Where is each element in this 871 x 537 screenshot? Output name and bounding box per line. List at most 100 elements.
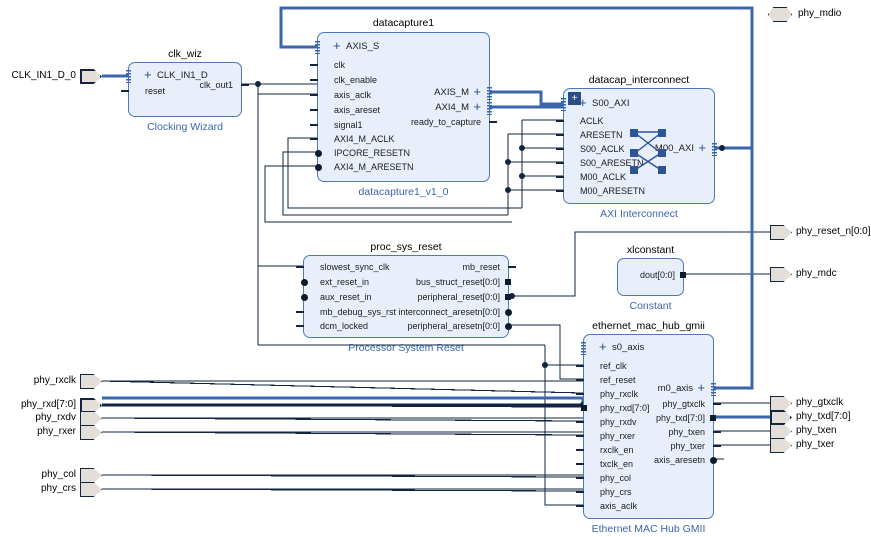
pin-marker-single — [713, 403, 721, 405]
block-title-clk-wiz: clk_wiz — [168, 48, 202, 60]
bus-expand-plus-icon[interactable]: + — [579, 95, 587, 110]
pin-marker-inverted — [505, 322, 512, 330]
port-phy-txd[interactable] — [770, 410, 792, 425]
pin-marker-bus — [505, 294, 511, 300]
block-xlconstant[interactable]: dout[0:0] — [617, 258, 686, 296]
port-phy-txer[interactable] — [770, 438, 792, 453]
pin-marker-bus — [505, 279, 511, 285]
pin-ethernet-mac-hub-gmii-phy-col: phy_col — [600, 473, 632, 483]
pin-ethernet-mac-hub-gmii-phy-txen: phy_txen — [668, 427, 705, 437]
port-phy-mdio[interactable] — [768, 7, 792, 22]
pin-marker-single — [576, 393, 584, 395]
block-subtitle-clk-wiz: Clocking Wizard — [147, 121, 223, 133]
bus-expand-plus-icon[interactable]: + — [473, 99, 481, 114]
block-subtitle-datacapture1: datacapture1_v1_0 — [358, 186, 449, 198]
bus-expand-plus-icon[interactable]: + — [473, 84, 481, 99]
pin-marker-single — [310, 94, 318, 96]
pin-datacapture1-axis-s: AXIS_S — [346, 41, 380, 52]
pin-datacapture1-clk-enable: clk_enable — [334, 75, 378, 85]
block-subtitle-ethernet-mac-hub-gmii: Ethernet MAC Hub GMII — [591, 523, 706, 535]
port-phy-rxclk[interactable] — [80, 374, 102, 389]
port-phy-crs[interactable] — [80, 482, 102, 497]
pin-ethernet-mac-hub-gmii-phy-rxclk: phy_rxclk — [600, 389, 639, 399]
pin-marker-bus — [680, 272, 686, 278]
pin-ethernet-mac-hub-gmii-phy-rxd-7-0-: phy_rxd[7:0] — [600, 403, 650, 413]
pin-datacap-interconnect-m00-aclk: M00_ACLK — [580, 172, 627, 182]
pin-marker-interface — [581, 342, 586, 355]
bus-expand-plus-icon[interactable]: + — [144, 67, 152, 82]
port-phy-mdc[interactable] — [770, 267, 792, 282]
pin-ethernet-mac-hub-gmii-phy-gtxclk: phy_gtxclk — [662, 399, 705, 409]
pin-datacap-interconnect-m00-aresetn: M00_ARESETN — [580, 186, 646, 196]
pin-marker-interface — [711, 383, 716, 396]
port-phy-reset-n[interactable] — [770, 225, 792, 240]
pin-marker-single — [310, 64, 318, 66]
bus-expand-plus-icon[interactable]: + — [697, 380, 705, 395]
bus-expand-plus-icon[interactable]: + — [333, 38, 341, 53]
pin-marker-single — [121, 90, 129, 92]
pin-marker-single — [576, 365, 584, 367]
pin-marker-single — [576, 491, 584, 493]
pin-marker-interface — [126, 70, 131, 83]
pin-marker-single — [489, 121, 497, 123]
pin-marker-single — [556, 134, 564, 136]
port-label-phy-rxer: phy_rxer — [37, 426, 76, 437]
pin-marker-single — [576, 435, 584, 437]
pin-datacap-interconnect-aclk: ACLK — [580, 116, 604, 126]
pin-marker-single — [310, 124, 318, 126]
pin-proc-sys-reset-ext-reset-in: ext_reset_in — [320, 277, 370, 287]
block-title-xlconstant: xlconstant — [626, 244, 675, 256]
pin-clk-wiz-clk-out1: clk_out1 — [199, 80, 233, 90]
port-phy-rxd[interactable] — [80, 398, 102, 413]
block-subtitle-datacap-interconnect: AXI Interconnect — [600, 208, 678, 220]
bus-expand-plus-icon[interactable]: + — [599, 339, 607, 354]
pin-marker-interface — [315, 41, 320, 54]
port-label-phy-gtxclk: phy_gtxclk — [796, 397, 844, 408]
pin-marker-single — [296, 325, 304, 327]
pin-proc-sys-reset-mb-debug-sys-rst: mb_debug_sys_rst — [320, 307, 397, 317]
pin-ethernet-mac-hub-gmii-phy-rxer: phy_rxer — [600, 431, 636, 441]
interconnect-expand-icon[interactable]: + — [568, 92, 581, 105]
pin-marker-single — [556, 176, 564, 178]
pin-ethernet-mac-hub-gmii-m0-axis: m0_axis — [657, 383, 693, 394]
port-phy-col[interactable] — [80, 468, 102, 483]
pin-marker-inverted — [315, 149, 322, 157]
block-subtitle-proc-sys-reset: Processor System Reset — [348, 342, 464, 354]
port-phy-rxdv[interactable] — [80, 411, 102, 426]
port-label-phy-col: phy_col — [41, 469, 76, 480]
pin-ethernet-mac-hub-gmii-txclk-en: txclk_en — [600, 459, 634, 469]
port-label-phy-txer: phy_txer — [796, 439, 835, 450]
pin-marker-inverted — [710, 456, 717, 464]
pin-marker-interface — [487, 102, 492, 115]
pin-datacapture1-axis-areset: axis_areset — [334, 105, 381, 115]
bus-expand-plus-icon[interactable]: + — [698, 140, 706, 155]
port-label-phy-txen: phy_txen — [796, 425, 837, 436]
port-phy-txen[interactable] — [770, 424, 792, 439]
port-clk-in1-d-0[interactable] — [80, 69, 102, 84]
pin-datacapture1-axi4-m-aresetn: AXI4_M_ARESETN — [334, 162, 414, 172]
pin-proc-sys-reset-peripheral-reset-0-0-: peripheral_reset[0:0] — [417, 292, 500, 302]
pin-marker-single — [576, 505, 584, 507]
pin-marker-single — [713, 445, 721, 447]
pin-proc-sys-reset-mb-reset: mb_reset — [462, 262, 500, 272]
pin-marker-single — [576, 463, 584, 465]
block-subtitle-xlconstant: Constant — [629, 300, 672, 312]
pin-marker-bus — [581, 405, 587, 411]
block-title-ethernet-mac-hub-gmii: ethernet_mac_hub_gmii — [592, 320, 705, 332]
pin-marker-inverted — [301, 278, 308, 286]
pin-marker-single — [556, 120, 564, 122]
port-phy-gtxclk[interactable] — [770, 396, 792, 411]
pin-xlconstant-dout-0-0-: dout[0:0] — [639, 270, 675, 280]
port-label-phy-rxdv: phy_rxdv — [35, 412, 76, 423]
pin-marker-single — [296, 266, 304, 268]
port-phy-rxer[interactable] — [80, 425, 102, 440]
pin-marker-single — [310, 138, 318, 140]
pin-marker-inverted — [301, 293, 308, 301]
pin-datacapture1-axis-m: AXIS_M — [434, 87, 469, 98]
pin-marker-single — [576, 421, 584, 423]
